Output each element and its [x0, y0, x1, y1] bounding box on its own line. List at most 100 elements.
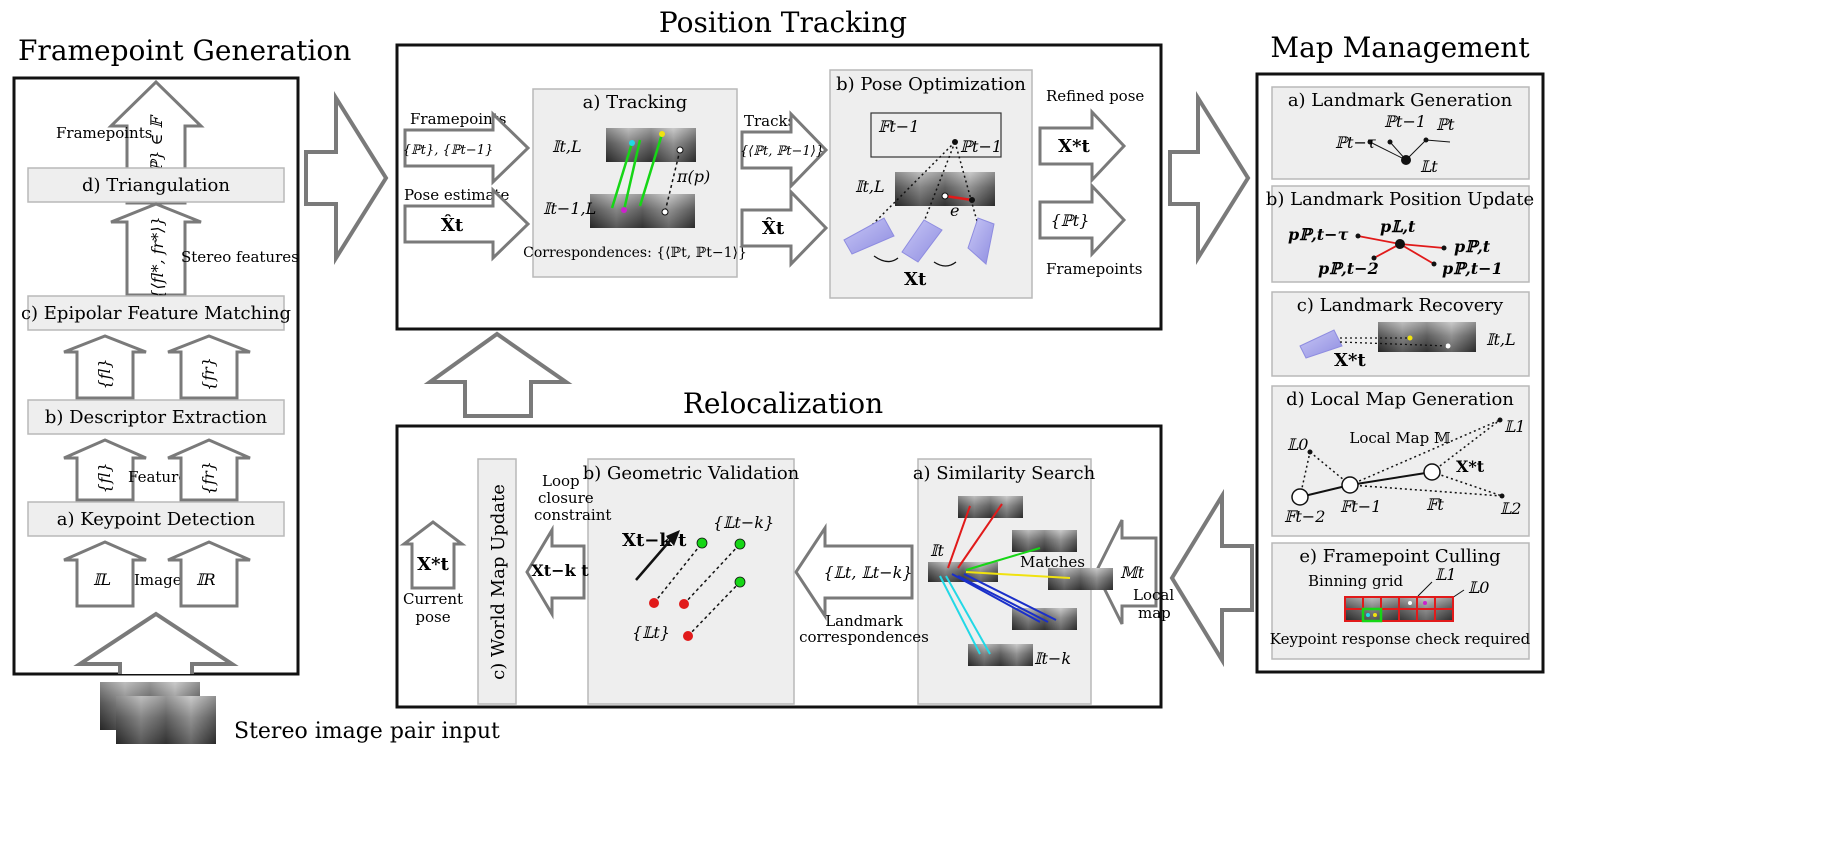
ray-3 — [954, 141, 981, 233]
pose-optimization-title: b) Pose Optimization — [836, 74, 1026, 95]
reprojection-error — [944, 194, 973, 202]
descriptor-extraction-step — [27, 399, 285, 435]
geometric-validation-title: b) Geometric Validation — [583, 463, 800, 484]
image-left-arrow — [63, 540, 147, 608]
track-line-1 — [610, 142, 634, 209]
lm-ft-label: 𝔽t — [1426, 495, 1444, 514]
lg-edge-4 — [1425, 139, 1451, 143]
loop-label-1: Loop — [542, 472, 580, 490]
features-label: Features — [128, 468, 195, 486]
framepoints-in-set: {ℙt}, {ℙt−1} — [403, 143, 494, 158]
lu-point-1 — [1431, 261, 1437, 267]
db-image-5 — [968, 644, 1033, 666]
tracks-arrow — [740, 110, 829, 190]
tracks-label: Tracks — [744, 112, 795, 130]
world-map-update-panel — [477, 458, 517, 705]
image-left: 𝕀L — [93, 570, 111, 589]
lu-p-l: p𝕃,t — [1380, 217, 1416, 236]
feat-left: {fl} — [95, 462, 114, 493]
match-line-green — [965, 547, 1041, 571]
match-line-yellow — [965, 571, 1071, 579]
lm-pose: X*t — [1456, 457, 1485, 476]
lg-l-t: 𝕃t — [1420, 157, 1438, 176]
geometric-validation-panel — [587, 458, 795, 705]
tracking-image-bottom-label: 𝕀t−1,L — [543, 199, 596, 218]
lr-pose: X*t — [1334, 350, 1366, 371]
relocalization-title: Relocalization — [683, 387, 883, 420]
match-label: 𝕀t−k — [1034, 649, 1071, 668]
local-map-label-2: map — [1138, 604, 1171, 622]
lu-p-t: pℙ,t — [1454, 237, 1491, 256]
tracking-image-top — [606, 128, 696, 162]
fg-to-tracking-arrow — [304, 91, 389, 265]
feat-right-arrow — [167, 438, 251, 502]
lg-point-prev — [1387, 139, 1393, 145]
pose-optimization-image-label: 𝕀t,L — [855, 177, 885, 196]
lg-p-tau: ℙt−τ — [1335, 133, 1377, 152]
lu-edge-1 — [1357, 235, 1401, 245]
tracking-image-top-label: 𝕀t,L — [552, 137, 582, 156]
keypoint-check-label: Keypoint response check required — [1270, 630, 1531, 648]
projection-line — [664, 149, 681, 213]
corr-line-3 — [687, 581, 741, 637]
match-line-cyan-2 — [945, 575, 991, 655]
similarity-search-title: a) Similarity Search — [913, 463, 1096, 484]
feat-right: {fr} — [199, 461, 218, 495]
feat-left-2: {fl} — [95, 358, 114, 389]
corr-line-1 — [653, 542, 703, 604]
refined-pose: X*t — [1058, 136, 1090, 157]
stereo-features-arrow — [110, 202, 202, 297]
image-right-arrow — [167, 540, 251, 608]
ray-2 — [919, 141, 956, 233]
loop-pose: Xt−k t — [531, 561, 589, 580]
match-line-red-2 — [957, 503, 1003, 569]
lm-dash-4 — [1431, 419, 1501, 473]
lg-point-tau — [1367, 139, 1373, 145]
stereo-feature-set: {⟨fl*, fr*⟩} — [148, 216, 167, 299]
projection-label: π(p) — [676, 167, 710, 186]
relocalization-frame — [395, 424, 1163, 709]
ray-1 — [861, 141, 956, 236]
track-point-white-2 — [661, 208, 669, 216]
pose-optimization-image — [895, 172, 995, 206]
relocalization-section: Relocalization 𝕄t Local map a) Similarit… — [395, 387, 1174, 709]
local-map-symbol: 𝕄t — [1120, 563, 1145, 582]
landmark-corr-label-1: Landmark — [825, 612, 904, 630]
keypoint-detection-label: a) Keypoint Detection — [57, 509, 256, 530]
lu-edge-4 — [1399, 243, 1435, 265]
map-management-title: Map Management — [1270, 31, 1530, 64]
lr-point-2 — [1445, 343, 1451, 349]
feat-right-2: {fr} — [199, 357, 218, 391]
binning-grid-label: Binning grid — [1308, 572, 1404, 590]
input-arrow — [73, 611, 239, 674]
current-pose: X*t — [417, 554, 449, 575]
image-right: 𝕀R — [196, 570, 216, 589]
feat-right-arrow-2 — [167, 334, 251, 400]
motion-arc-2 — [933, 261, 957, 267]
lg-p-t: ℙt — [1436, 115, 1455, 134]
out-framepoints-arrow — [1038, 182, 1127, 258]
binning-grid — [1344, 596, 1454, 623]
camera-1 — [843, 217, 895, 255]
landmark-corr-arrow — [794, 522, 914, 622]
match-line-blue-3 — [963, 573, 1057, 621]
lu-point-2 — [1371, 255, 1377, 261]
keypoint-detection-step — [27, 501, 285, 537]
landmark-green-1 — [696, 537, 708, 549]
lg-p-prev: ℙt−1 — [1384, 112, 1426, 131]
loop-closure-arrow — [525, 524, 586, 620]
query-label: 𝕀t — [930, 541, 944, 560]
matches-label: Matches — [1020, 553, 1085, 571]
framepoint-generation-section: Framepoint Generation Framepoints {ℙ} ∈ … — [12, 34, 500, 744]
out-framepoints: {ℙt} — [1051, 211, 1090, 230]
lm-frame-t — [1423, 463, 1441, 481]
fc-l1-pointer — [1417, 581, 1433, 597]
projected-point — [941, 192, 949, 200]
match-line-red-1 — [947, 505, 971, 569]
framepoints-in-arrow — [403, 110, 531, 186]
loop-label-2: closure — [538, 489, 594, 507]
track-line-3 — [638, 133, 664, 207]
current-pose-arrow — [399, 520, 467, 590]
frame-box — [870, 112, 1002, 158]
loop-label-3: constraint — [534, 506, 611, 524]
